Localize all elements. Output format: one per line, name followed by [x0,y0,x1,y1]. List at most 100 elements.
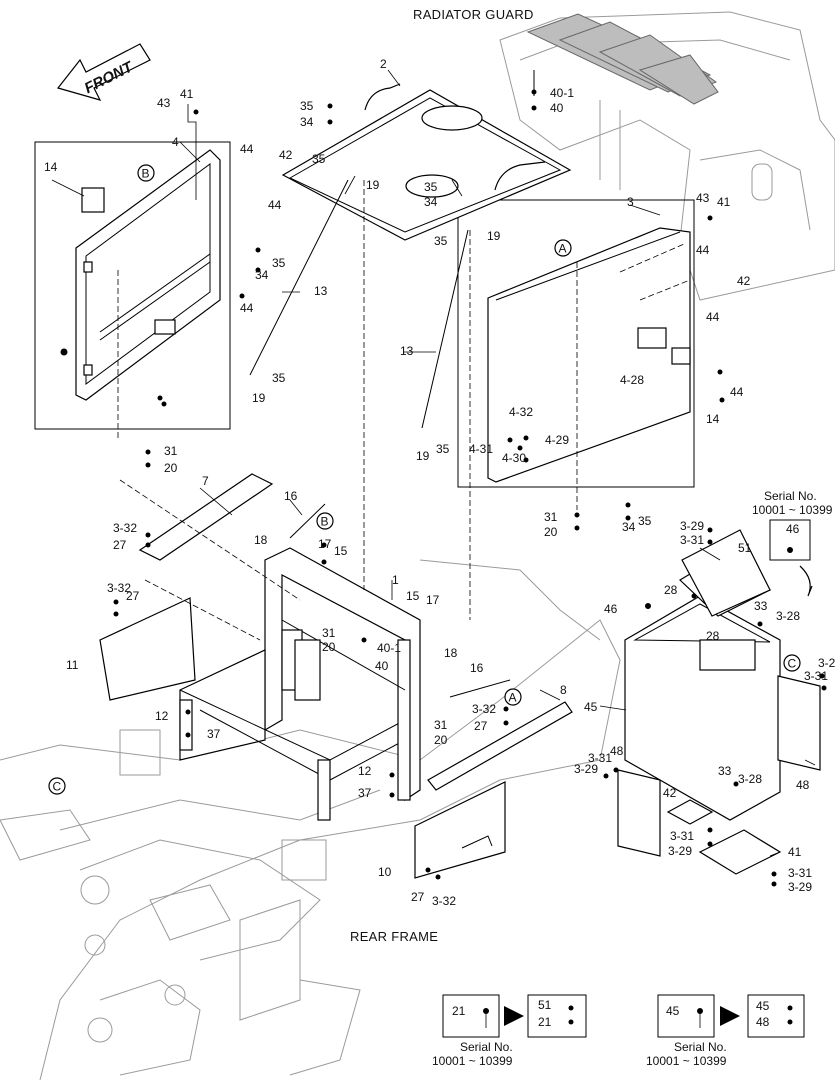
label-part-10: 10 [378,865,392,879]
door-assembly-4 [34,141,231,430]
plate-43-right [777,675,821,771]
label-part-33-a: 37 [207,727,221,741]
marker-c-left: C [53,780,62,794]
part-labels: 2 41 43 35 34 40-1 40 4 44 42 35 14 19 3… [44,57,835,908]
label-part-18-a: 18 [254,533,268,547]
label-part-13-a: 14 [44,160,58,174]
radiator-guard-housing [499,11,835,301]
serial-left-after-0: 51 [538,998,552,1012]
label-part-21-c: 27 [474,719,488,733]
label-part-48-c: 3-31 [588,751,612,765]
label-part-21-a: 27 [113,538,127,552]
label-part-19-d: 19 [416,449,430,463]
label-part-32: 35 [300,99,314,113]
serial-left-after-1: 21 [538,1015,552,1029]
label-part-29-b: 33 [718,764,732,778]
label-part-31-b: 34 [424,195,438,209]
serial-right-after-1: 48 [756,1015,770,1029]
label-part-15-b: 12 [358,764,372,778]
label-part-19-a: 19 [366,178,380,192]
label-part-19-c: 19 [252,391,266,405]
label-part-45-a: 3-29 [680,519,704,533]
serial-box-right: 45 45 48 Serial No. 10001 ~ 10399 [646,994,805,1068]
label-part-3-28: 4-28 [620,373,644,387]
label-part-12-b: 13 [400,344,414,358]
radiator-grille [526,13,719,105]
marker-b-upper: B [142,167,150,181]
circle-markers: B A B A C C [48,164,801,795]
serial-side-caption: Serial No. [764,489,817,503]
label-part-51-c: 3-32 [472,702,496,716]
label-part-39-d: 44 [240,301,254,315]
label-part-45-d: 3-29 [668,844,692,858]
label-part-21-d: 27 [411,890,425,904]
label-part-14-a: 16 [284,489,298,503]
rear-frame-title: REAR FRAME [350,929,438,944]
label-part-36: 41 [180,87,194,101]
label-part-42: 42 [663,786,677,800]
label-part-40: 45 [584,700,598,714]
label-part-17-b: 15 [406,589,420,603]
serial-side-range: 10001 ~ 10399 [752,503,833,517]
strut-14-upper [289,503,326,539]
serial-left-range: 10001 ~ 10399 [432,1054,513,1068]
label-part-46-a: 3-28 [776,609,800,623]
label-part-32-b: 35 [424,180,438,194]
label-part-15-a: 12 [155,709,169,723]
label-part-20-b: 20 [544,525,558,539]
label-part-14-b: 16 [470,661,484,675]
label-part-13-b: 14 [706,412,720,426]
marker-a-upper: A [559,242,567,256]
leader-lines [51,69,816,857]
label-part-7: 7 [202,474,209,488]
label-part-34-b: 40 [375,659,389,673]
label-part-39-a: 44 [240,142,254,156]
label-part-3-32: 4-32 [509,405,533,419]
label-part-35: 40-1 [550,86,574,100]
label-part-40-1: 46 [604,602,618,616]
label-part-34: 40 [550,101,564,115]
top-cover-2 [281,83,572,241]
marker-a-lower: A [509,691,517,705]
front-arrow: FRONT [56,43,151,101]
cover-44 [681,529,771,617]
label-part-28-d: 31 [434,718,448,732]
panel-10 [414,781,506,879]
label-part-3-29: 4-29 [545,433,569,447]
plate-8 [427,701,573,791]
serial-left-caption: Serial No. [460,1040,513,1054]
serial-box-side: Serial No. 10001 ~ 10399 46 [752,489,833,597]
fasteners [60,89,827,887]
main-frame-1 [179,547,421,821]
label-part-45-e: 3-29 [788,880,812,894]
label-part-39-c: 44 [696,243,710,257]
label-part-39-f: 44 [730,385,744,399]
label-part-20-d: 20 [434,733,448,747]
serial-left-arrow [504,1006,524,1026]
marker-c-right: C [788,657,797,671]
label-part-48-a: 3-31 [680,533,704,547]
label-part-32-c: 35 [434,234,448,248]
label-part-35-b: 40-1 [377,641,401,655]
label-part-11: 11 [66,658,79,672]
label-part-27-a: 28 [664,583,678,597]
label-part-36-b: 41 [717,195,731,209]
serial-right-arrow [720,1006,740,1026]
serial-right-caption: Serial No. [674,1040,727,1054]
serial-right-range: 10001 ~ 10399 [646,1054,727,1068]
label-part-31-d: 34 [622,520,636,534]
serial-right-after-0: 45 [756,999,770,1013]
label-part-16-b: 17 [426,593,440,607]
plate-41 [698,829,782,875]
label-part-4: 4 [172,135,179,149]
label-part-32-d: 35 [272,256,286,270]
label-part-3-30: 4-30 [502,451,526,465]
label-part-20-a: 20 [164,461,178,475]
label-part-39-b: 44 [268,198,282,212]
label-part-3: 3 [627,195,634,209]
label-part-51-b: 3-32 [107,581,131,595]
label-part-37-a: 42 [279,148,293,162]
box-assembly-40 [617,529,821,875]
plate-43-left [617,769,661,857]
label-part-18-b: 18 [444,646,458,660]
